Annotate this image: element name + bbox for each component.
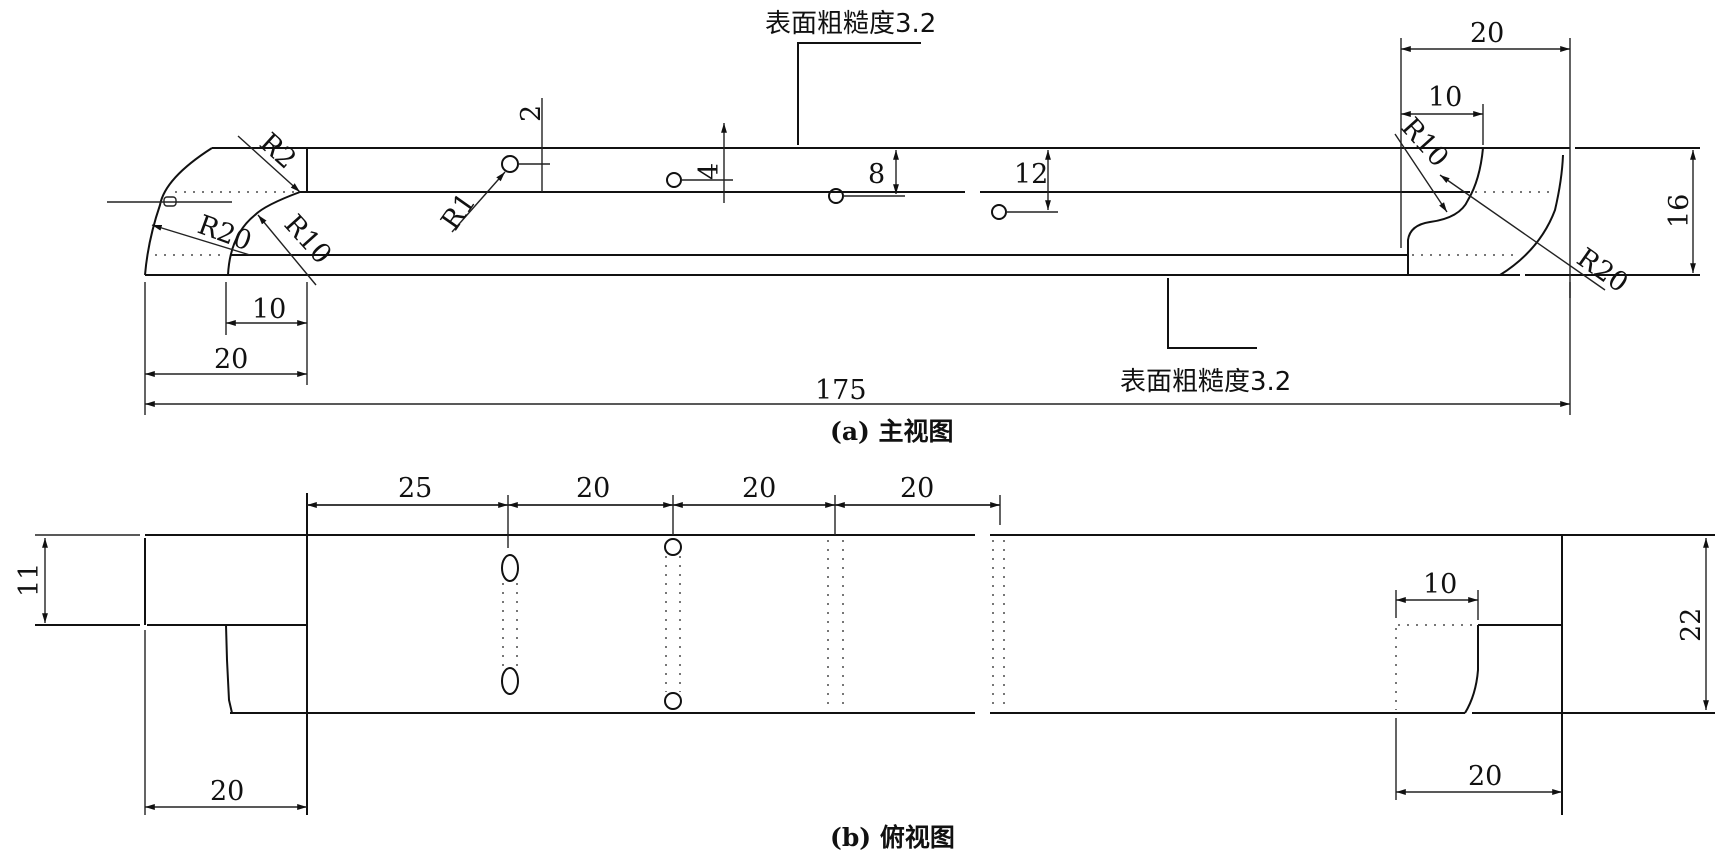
surface-note-bottom: 表面粗糙度3.2 xyxy=(1120,367,1291,397)
r1-label: R1 xyxy=(435,188,482,237)
surface-leader-top xyxy=(797,42,921,145)
slot-hole xyxy=(501,554,519,582)
dim-11-label: 11 xyxy=(14,563,45,597)
r20-left-label: R20 xyxy=(194,209,256,257)
left-r20-arc xyxy=(144,147,213,276)
dim-20-bottom-left-label: 20 xyxy=(210,776,244,807)
r20-left-leader xyxy=(151,224,251,256)
dim-22-label: 22 xyxy=(1676,608,1707,642)
r10-left-leader xyxy=(257,214,317,286)
r10-right-leader xyxy=(1394,133,1448,213)
dim-25-label: 25 xyxy=(398,473,432,504)
hole-1 xyxy=(501,155,519,173)
right-r10-arc xyxy=(1407,147,1484,275)
dim-20-b-label: 20 xyxy=(742,473,776,504)
dim-8-label: 8 xyxy=(868,159,885,190)
dim-10-left-label: 10 xyxy=(252,294,286,325)
dim-10-right-label: 10 xyxy=(1423,569,1457,600)
dim-20-right-label: 20 xyxy=(1470,18,1504,49)
dim-20-c-label: 20 xyxy=(900,473,934,504)
dim-20-a-label: 20 xyxy=(576,473,610,504)
dim-2-label: 2 xyxy=(516,105,547,122)
top-view-caption: (b) 俯视图 xyxy=(830,823,955,852)
dim-20-bottom-right-label: 20 xyxy=(1468,761,1502,792)
dim-12-label: 12 xyxy=(1014,159,1048,190)
dim-4-label: 4 xyxy=(694,163,725,180)
slot-hole xyxy=(501,667,519,695)
dim-175-label: 175 xyxy=(815,375,867,406)
r2-leader xyxy=(237,135,301,193)
front-view-caption: (a) 主视图 xyxy=(830,417,954,446)
dim-20-left-label: 20 xyxy=(214,344,248,375)
small-hole-mark xyxy=(163,196,177,207)
front-view: R2 R20 R10 10 20 175 2 R1 4 xyxy=(107,9,1700,446)
r10-right-label: R10 xyxy=(1395,112,1455,173)
left-tab-edge xyxy=(225,624,233,714)
r20-right-leader xyxy=(1439,174,1606,291)
surface-note-top: 表面粗糙度3.2 xyxy=(765,9,936,39)
r2-label: R2 xyxy=(253,127,302,175)
left-r10-arc xyxy=(227,191,301,276)
top-view: 11 25 20 20 20 10 xyxy=(14,473,1715,852)
r20-right-label: R20 xyxy=(1571,242,1634,299)
r10-left-label: R10 xyxy=(278,209,338,270)
hole-2 xyxy=(666,172,682,188)
r1-leader xyxy=(451,171,506,233)
right-tab-edge xyxy=(1464,625,1479,714)
right-r20-arc xyxy=(1499,154,1564,276)
hole xyxy=(664,692,682,710)
dim-16-label: 16 xyxy=(1664,194,1695,228)
dim-10-right-label: 10 xyxy=(1428,82,1462,113)
hole xyxy=(664,538,682,556)
surface-leader-bottom xyxy=(1167,278,1257,349)
hole-4 xyxy=(991,204,1007,220)
